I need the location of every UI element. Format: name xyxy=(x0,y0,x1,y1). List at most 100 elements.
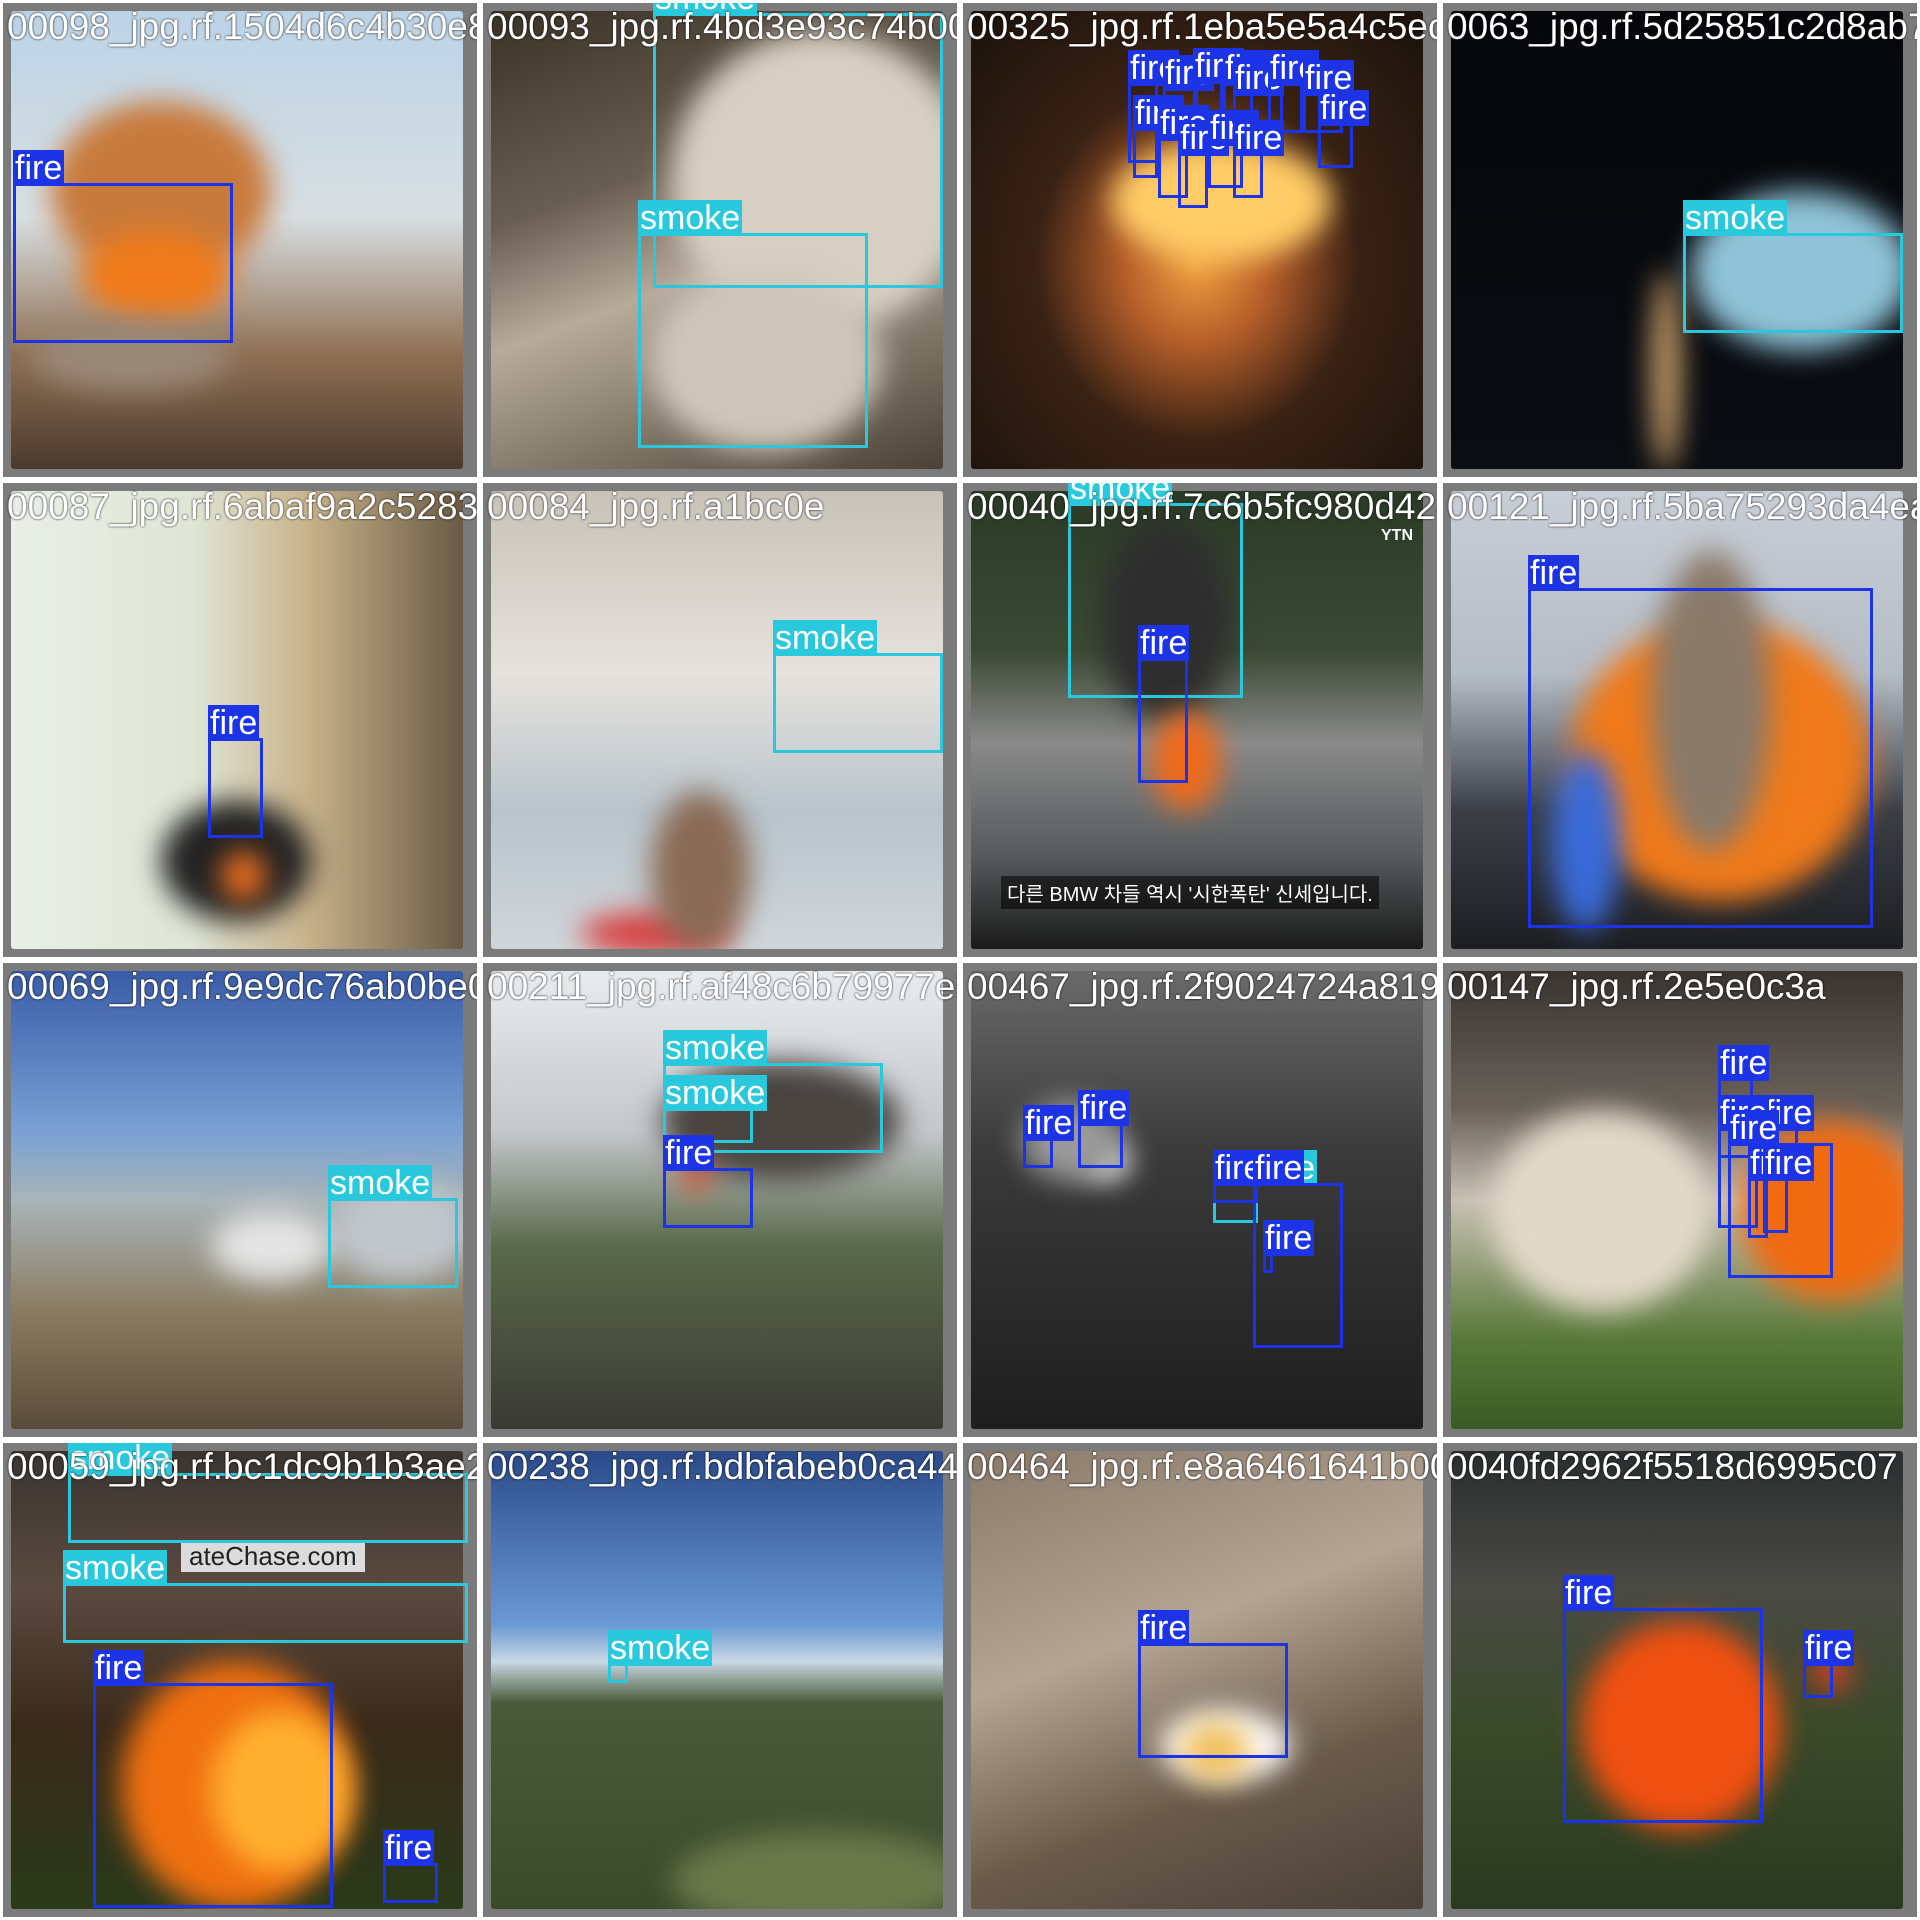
fire-detection-box: fire xyxy=(1563,1575,1763,1823)
mosaic-tile: firefirefirefirefirefirefirefirefirefire… xyxy=(960,0,1440,480)
fire-label: fire xyxy=(1263,1219,1315,1257)
fire-label: fire xyxy=(1803,1629,1855,1667)
tile-photo xyxy=(11,11,463,469)
tile-photo xyxy=(1451,491,1903,949)
photo-region xyxy=(1551,751,1621,931)
smoke-detection-box: smoke xyxy=(63,1550,468,1643)
fire-label: fire xyxy=(1318,89,1370,127)
tile-photo xyxy=(1451,11,1903,469)
fire-detection-box: fire xyxy=(208,705,263,838)
mosaic-tile: 다른 BMW 차들 역시 '시한폭탄' 신세입니다. YTN smoke fire 00… xyxy=(960,480,1440,960)
tile-filename: 00093_jpg.rf.4bd3e93c74b0024735a5425e544… xyxy=(487,6,957,47)
tile-filename: 0063_jpg.rf.5d25851c2d8ab79f0383a xyxy=(1447,6,1917,47)
fire-label: fire xyxy=(1718,1044,1770,1082)
tile-filename: 00069_jpg.rf.9e9dc76ab0be0208eef3afff48c… xyxy=(7,966,477,1007)
fire-label: fire xyxy=(13,149,65,187)
fire-label: fire xyxy=(1233,119,1285,157)
fire-detection-box: fire xyxy=(1803,1630,1855,1698)
smoke-detection-box: smoke xyxy=(1068,483,1243,698)
smoke-label: smoke xyxy=(638,199,743,237)
fire-detection-box: fire xyxy=(1233,120,1285,198)
fire-label: fire xyxy=(1078,1089,1130,1127)
mosaic-tile: smoke 0063_jpg.rf.5d25851c2d8ab79f0383a xyxy=(1440,0,1920,480)
smoke-label: smoke xyxy=(773,619,878,657)
fire-label: fire xyxy=(93,1649,145,1687)
smoke-detection-box: smoke xyxy=(653,3,943,288)
tile-photo xyxy=(971,1451,1423,1909)
photo-region xyxy=(1581,1621,1781,1831)
fire-detection-box: fire xyxy=(1763,1145,1815,1233)
tile-filename: 00147_jpg.rf.2e5e0c3a xyxy=(1447,966,1826,1007)
fire-detection-box: fire xyxy=(383,1830,438,1903)
photo-region xyxy=(211,1711,351,1871)
fire-label: fire xyxy=(383,1829,435,1867)
fire-detection-box: fire xyxy=(1728,1110,1833,1278)
photo-scene xyxy=(971,971,1423,1429)
tile-filename: 0040fd2962f5518d6995c07 xyxy=(1447,1446,1898,1487)
tile-photo xyxy=(1451,971,1903,1429)
fire-detection-box: fire xyxy=(1528,555,1873,928)
mosaic-tile: fire 00087_jpg.rf.6abaf9a2c5283160297acb0… xyxy=(0,480,480,960)
tile-filename: 00098_jpg.rf.1504d6c4b30e8007263b xyxy=(7,6,477,47)
tile-filename: 00211_jpg.rf.af48c6b79977eb046467cd0a02f… xyxy=(487,966,957,1007)
smoke-label: smoke xyxy=(1068,483,1173,506)
fire-detection-box: fire xyxy=(1138,625,1190,783)
fire-detection-box: fire xyxy=(1318,90,1370,168)
photo-region xyxy=(651,271,881,451)
tile-photo xyxy=(491,1451,943,1909)
fire-label: fire xyxy=(1253,1149,1305,1187)
tile-filename: 00121_jpg.rf.5ba75293da4eafe xyxy=(1447,486,1920,527)
photo-region xyxy=(31,321,231,391)
tile-filename: 00040_jpg.rf.7c6b5fc980d424970919ba5ba75… xyxy=(967,486,1437,527)
photo-region xyxy=(1181,1721,1251,1781)
fire-detection-box: fire xyxy=(1023,1105,1075,1168)
mosaic-tile: fire 00098_jpg.rf.1504d6c4b30e8007263b xyxy=(0,0,480,480)
fire-label: fire xyxy=(208,704,260,742)
fire-detection-box: fire xyxy=(1178,120,1230,208)
mosaic-tile: smoke 00238_jpg.rf.bdbfabeb0ca4464bcff0e8… xyxy=(480,1440,960,1920)
smoke-detection-box: smoke xyxy=(663,1030,883,1153)
tile-filename: 00084_jpg.rf.a1bc0e xyxy=(487,486,825,527)
mosaic-tile: fire 00121_jpg.rf.5ba75293da4eafe xyxy=(1440,480,1920,960)
smoke-label: smoke xyxy=(1683,199,1788,237)
photo-watermark: ateChase.com xyxy=(181,1541,365,1572)
photo-region xyxy=(671,1831,943,1909)
mosaic-tile: fire fire 0040fd2962f5518d6995c07 xyxy=(1440,1440,1920,1920)
mosaic-tile: smoke00069_jpg.rf.9e9dc76ab0be0208eef3af… xyxy=(0,960,480,1440)
photo-region xyxy=(221,851,266,901)
smoke-detection-box: smoke xyxy=(638,200,868,448)
tile-filename: 00238_jpg.rf.bdbfabeb0ca4464bcff0e8a6461… xyxy=(487,1446,959,1487)
mosaic-tile: firefiresmokefirefirefire00467_jpg.rf.2f… xyxy=(960,960,1440,1440)
smoke-detection-box: smoke xyxy=(1683,200,1903,333)
photo-region xyxy=(211,1211,331,1281)
fire-detection-box: fire xyxy=(13,150,233,343)
tile-filename: 00467_jpg.rf.2f9024724a819d00147c4b7205 xyxy=(967,966,1440,1007)
photo-badge: YTN xyxy=(1381,527,1413,544)
smoke-label: smoke xyxy=(608,1629,713,1667)
tile-photo xyxy=(491,491,943,949)
photo-region xyxy=(1101,521,1231,721)
fire-label: fire xyxy=(1763,1144,1815,1182)
smoke-label: smoke xyxy=(663,1074,768,1112)
tile-filename: 00087_jpg.rf.6abaf9a2c5283160297acb05ee0… xyxy=(7,486,479,527)
tile-filename: 00464_jpg.rf.e8a6461641b0040fd2962f5518d… xyxy=(967,1446,1437,1487)
smoke-detection-box: smoke xyxy=(773,620,943,753)
smoke-label: smoke xyxy=(63,1549,168,1587)
fire-detection-box: fire xyxy=(1138,1610,1288,1758)
smoke-label: smoke xyxy=(68,1440,173,1477)
fire-label: fire xyxy=(1528,554,1580,592)
fire-label: fire xyxy=(1138,624,1190,662)
fire-detection-box: fire xyxy=(1263,1220,1315,1273)
fire-detection-box: fire xyxy=(1133,95,1185,178)
fire-detection-box: fire xyxy=(93,1650,333,1908)
fire-detection-box: fire xyxy=(663,1135,753,1228)
smoke-detection-box: smoke xyxy=(663,1075,768,1143)
fire-label: fire xyxy=(663,1134,715,1172)
tile-photo: 다른 BMW 차들 역시 '시한폭탄' 신세입니다. YTN xyxy=(971,491,1423,949)
photo-subtitle: 다른 BMW 차들 역시 '시한폭탄' 신세입니다. xyxy=(1001,876,1379,909)
mosaic-tile: smoke 00084_jpg.rf.a1bc0e xyxy=(480,480,960,960)
smoke-label: smoke xyxy=(653,3,758,16)
fire-detection-box: fire xyxy=(1078,1090,1130,1168)
